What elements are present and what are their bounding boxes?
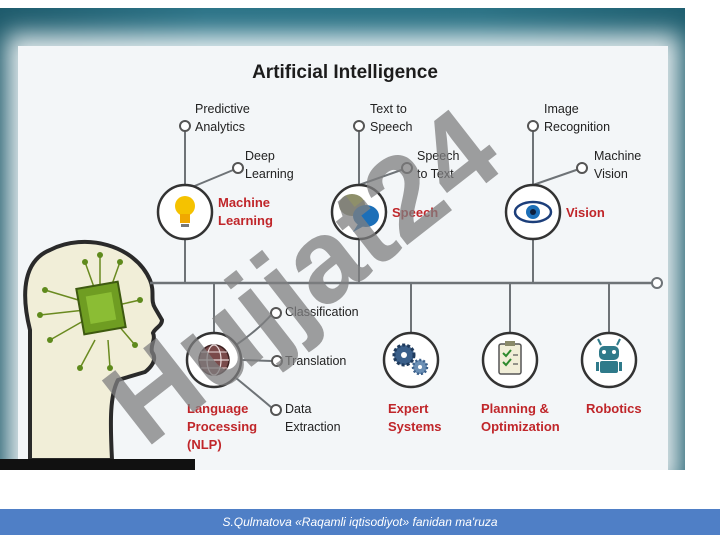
footer-bar: S.Qulmatova «Raqamli iqtisodiyot» fanida… (0, 509, 720, 535)
nlp-label-2: Processing (187, 419, 257, 434)
speech-to-text-label: Speech (417, 149, 459, 163)
predictive-analytics-label: Predictive (195, 102, 250, 116)
planning-label-2: Optimization (481, 419, 560, 434)
image-recognition-label-2: Recognition (544, 120, 610, 134)
machine-learning-branch: Predictive Analytics Deep Learning Machi… (156, 102, 294, 283)
machine-learning-label: Machine (218, 195, 270, 210)
image-recognition-label: Image (544, 102, 579, 116)
axis-end-node (651, 277, 663, 289)
robot-icon (596, 338, 622, 373)
planning-label: Planning & (481, 401, 549, 416)
predictive-analytics-label-2: Analytics (195, 120, 245, 134)
classification-label: Classification (285, 305, 359, 319)
machine-vision-label: Machine (594, 149, 641, 163)
expert-systems-label-2: Systems (388, 419, 441, 434)
checklist-icon (498, 341, 522, 375)
footer-text: S.Qulmatova «Raqamli iqtisodiyot» fanida… (222, 515, 498, 529)
deep-learning-label-2: Learning (245, 167, 294, 181)
eye-icon (513, 200, 553, 224)
nlp-branch: Classification Translation Data Extracti… (185, 283, 359, 452)
data-extraction-label: Data (285, 402, 311, 416)
robotics-branch: Robotics (580, 283, 642, 416)
expert-systems-branch: Expert Systems (382, 283, 441, 434)
dark-strip (0, 459, 195, 470)
deep-learning-label: Deep (245, 149, 275, 163)
vision-branch: Image Recognition Machine Vision Vision (504, 102, 641, 283)
gears-icon (392, 343, 429, 376)
lightbulb-icon (175, 196, 195, 227)
text-to-speech-label-2: Speech (370, 120, 412, 134)
robotics-label: Robotics (586, 401, 642, 416)
diagram-title: Artificial Intelligence (252, 62, 438, 83)
speech-branch: Text to Speech Speech to Text Speech (330, 102, 459, 283)
translation-label: Translation (285, 354, 346, 368)
vision-label: Vision (566, 205, 605, 220)
ai-diagram: Artificial Intelligence (23, 62, 663, 470)
head-chip-icon (23, 240, 165, 462)
machine-vision-label-2: Vision (594, 167, 628, 181)
speech-to-text-label-2: to Text (417, 167, 454, 181)
text-to-speech-label: Text to (370, 102, 407, 116)
expert-systems-label: Expert (388, 401, 429, 416)
globe-icon (198, 344, 230, 376)
nlp-label: Language (187, 401, 248, 416)
data-extraction-label-2: Extraction (285, 420, 341, 434)
machine-learning-label-2: Learning (218, 213, 273, 228)
speech-bubbles-icon (339, 194, 379, 232)
speech-label: Speech (392, 205, 438, 220)
planning-branch: Planning & Optimization (481, 283, 560, 434)
nlp-label-3: (NLP) (187, 437, 222, 452)
